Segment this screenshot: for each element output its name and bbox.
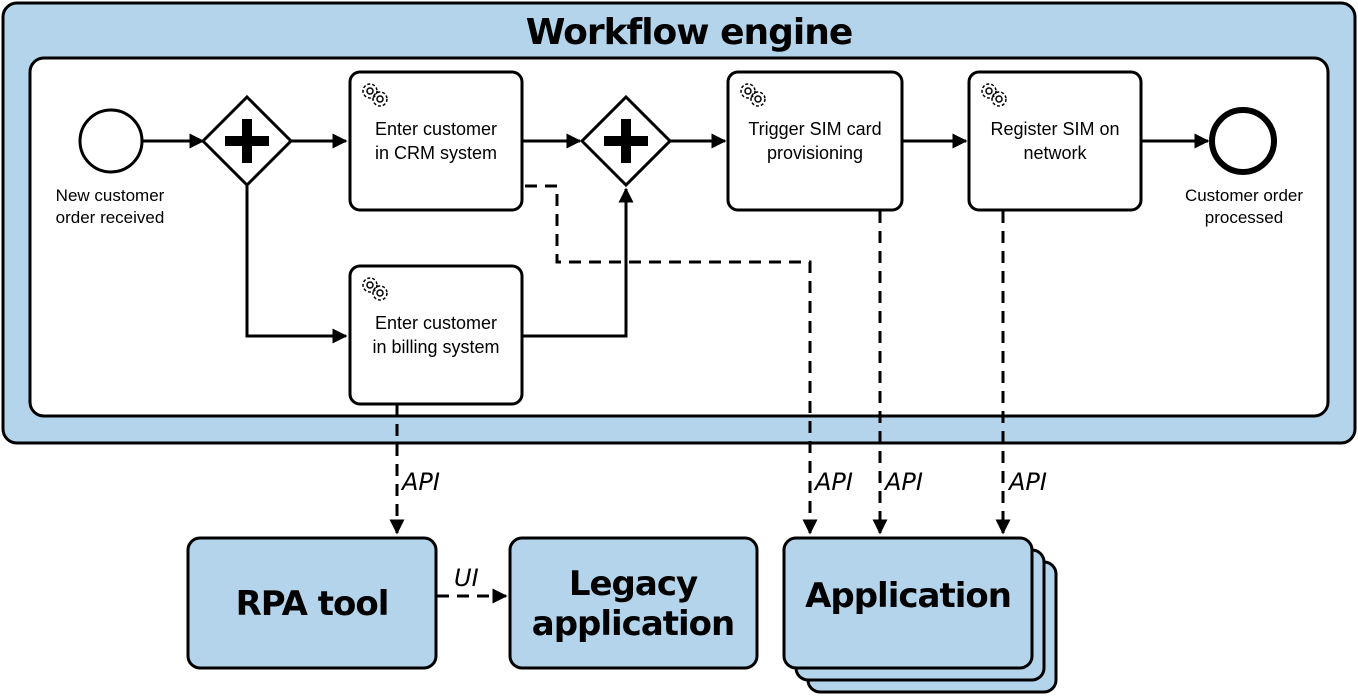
link-crm-api (525, 184, 818, 535)
ui-label: UI (454, 564, 479, 592)
workflow-engine-container: Workflow engine (1, 1, 1357, 445)
task-register-label-2: network (1023, 143, 1087, 163)
start-event-circle (78, 108, 144, 174)
start-event: New customer order received (56, 108, 165, 227)
integration-links (389, 184, 1011, 604)
task-billing-label-2: in billing system (372, 337, 499, 357)
legacy-application-box[interactable]: Legacy application (508, 536, 759, 670)
end-event-label-2: processed (1205, 208, 1283, 227)
application-stack[interactable]: Application (782, 536, 1058, 694)
legacy-application-label-1: Legacy (569, 564, 698, 604)
start-event-label-2: order received (56, 208, 165, 227)
task-register-sim[interactable]: Register SIM on network (967, 70, 1143, 212)
start-event-label-1: New customer (56, 186, 165, 205)
rpa-tool-label: RPA tool (236, 584, 389, 624)
application-label: Application (805, 576, 1011, 616)
engine-title: Workflow engine (526, 12, 853, 53)
api-label-crm: API (813, 468, 853, 496)
sequence-flows (143, 133, 1210, 344)
api-label-register: API (1007, 468, 1047, 496)
task-crm[interactable]: Enter customer in CRM system (348, 70, 524, 212)
api-label-sim: API (883, 468, 923, 496)
task-sim-provisioning[interactable]: Trigger SIM card provisioning (726, 70, 904, 212)
parallel-gateway-join (579, 94, 673, 188)
api-label-billing: API (400, 468, 440, 496)
task-billing[interactable]: Enter customer in billing system (348, 264, 524, 406)
end-event-circle (1209, 107, 1277, 175)
task-sim-label-1: Trigger SIM card (748, 119, 881, 139)
flow-billing-to-join (522, 187, 634, 338)
task-register-label-1: Register SIM on (990, 119, 1119, 139)
legacy-application-label-2: application (532, 604, 735, 644)
application-stack-front (782, 536, 1034, 670)
end-event: Customer order processed (1185, 107, 1303, 227)
task-billing-label-1: Enter customer (375, 313, 497, 333)
end-event-label-1: Customer order (1185, 186, 1303, 205)
rpa-tool-box[interactable]: RPA tool (186, 536, 438, 670)
edge-labels: API API API API UI (400, 468, 1047, 592)
task-crm-label-2: in CRM system (375, 143, 497, 163)
flow-split-to-billing (245, 185, 348, 344)
task-crm-label-1: Enter customer (375, 119, 497, 139)
parallel-gateway-split (200, 94, 294, 188)
task-sim-label-2: provisioning (767, 143, 863, 163)
